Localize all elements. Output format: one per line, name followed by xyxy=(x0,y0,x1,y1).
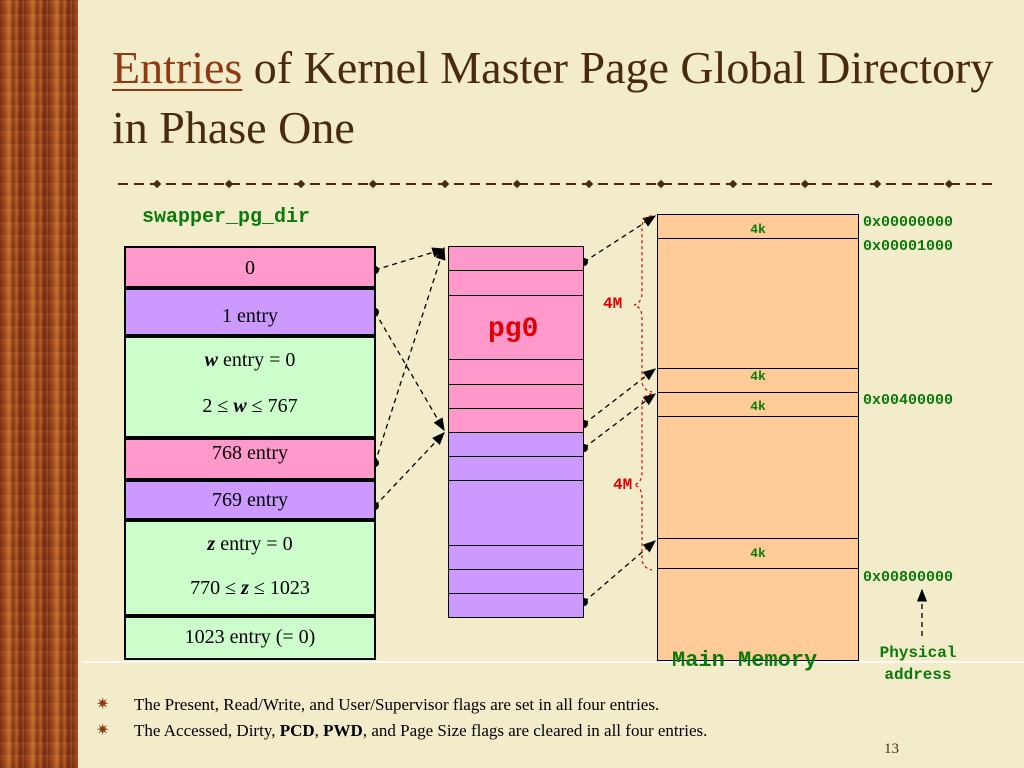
bullet-star-icon: ✷ xyxy=(96,696,110,713)
pg0-entry xyxy=(448,270,584,296)
pg0-entry xyxy=(448,246,584,271)
span-label-4m: 4M xyxy=(613,476,633,494)
pg1-entry xyxy=(448,593,584,618)
pg1-entry xyxy=(448,545,584,570)
block-size-label: 4k xyxy=(750,399,766,414)
main-memory-label: Main Memory xyxy=(672,648,818,673)
block-size-label: 4k xyxy=(750,546,766,561)
pgdir-entry-1: 1 entry xyxy=(124,288,376,336)
pgdir-to-pg0-arrows xyxy=(374,246,446,507)
pg1-entry xyxy=(448,569,584,594)
z-range-line: 770 ≤ z ≤ 1023 xyxy=(190,577,310,599)
pgdir-label: swapper_pg_dir xyxy=(142,206,311,229)
memory-region xyxy=(657,238,859,369)
w-range-line: 2 ≤ w ≤ 767 xyxy=(202,395,298,417)
pg0-entry xyxy=(448,384,584,409)
pg0-entry xyxy=(448,408,584,433)
bullet-list: ✷ The Present, Read/Write, and User/Supe… xyxy=(96,692,707,744)
address-label: 0x00800000 xyxy=(863,569,954,586)
title-text: of Kernel Master Page Global Directory i… xyxy=(112,42,994,153)
bullet-star-icon: ✷ xyxy=(96,722,110,739)
address-label: 0x00001000 xyxy=(863,238,954,255)
address-label: 0x00000000 xyxy=(863,214,954,231)
entries-link[interactable]: Entries xyxy=(112,42,243,93)
span-braces xyxy=(633,215,653,571)
memory-region xyxy=(657,416,859,539)
slide-title: Entries of Kernel Master Page Global Dir… xyxy=(112,38,1012,158)
memory-block xyxy=(657,538,859,569)
w-entry-line: w entry = 0 xyxy=(204,349,296,371)
pgdir-entry-z: z entry = 0 770 ≤ z ≤ 1023 xyxy=(124,520,376,616)
pg0-to-memory-arrows xyxy=(583,215,657,603)
z-entry-line: z entry = 0 xyxy=(207,533,293,555)
memory-block xyxy=(657,214,859,239)
pgdir-entry-1023: 1023 entry (= 0) xyxy=(124,616,376,660)
block-size-label: 4k xyxy=(750,222,766,237)
pg1-entry xyxy=(448,480,584,546)
memory-region xyxy=(657,568,859,661)
pgdir-entry-768: 768 entry xyxy=(124,438,376,480)
pg1-entry xyxy=(448,456,584,481)
pgdir-entry-769: 769 entry xyxy=(124,480,376,520)
block-size-label: 4k xyxy=(750,369,766,384)
address-label: 0x00400000 xyxy=(863,392,954,409)
bullet-item: ✷ The Present, Read/Write, and User/Supe… xyxy=(96,692,707,718)
bullet-item: ✷ The Accessed, Dirty, PCD, PWD, and Pag… xyxy=(96,718,707,744)
pg0-label: pg0 xyxy=(488,314,539,345)
physical-address-label: Physical address xyxy=(879,644,957,684)
pgdir-entry-w: w entry = 0 2 ≤ w ≤ 767 xyxy=(124,336,376,438)
wood-border xyxy=(0,0,78,768)
pg1-entry xyxy=(448,432,584,457)
page-number: 13 xyxy=(884,741,899,757)
pg0-entry xyxy=(448,359,584,385)
pgdir-table: 0 1 entry w entry = 0 2 ≤ w ≤ 767 768 en… xyxy=(124,246,376,660)
pgdir-entry-0: 0 xyxy=(124,246,376,288)
span-label-4m: 4M xyxy=(603,295,623,313)
